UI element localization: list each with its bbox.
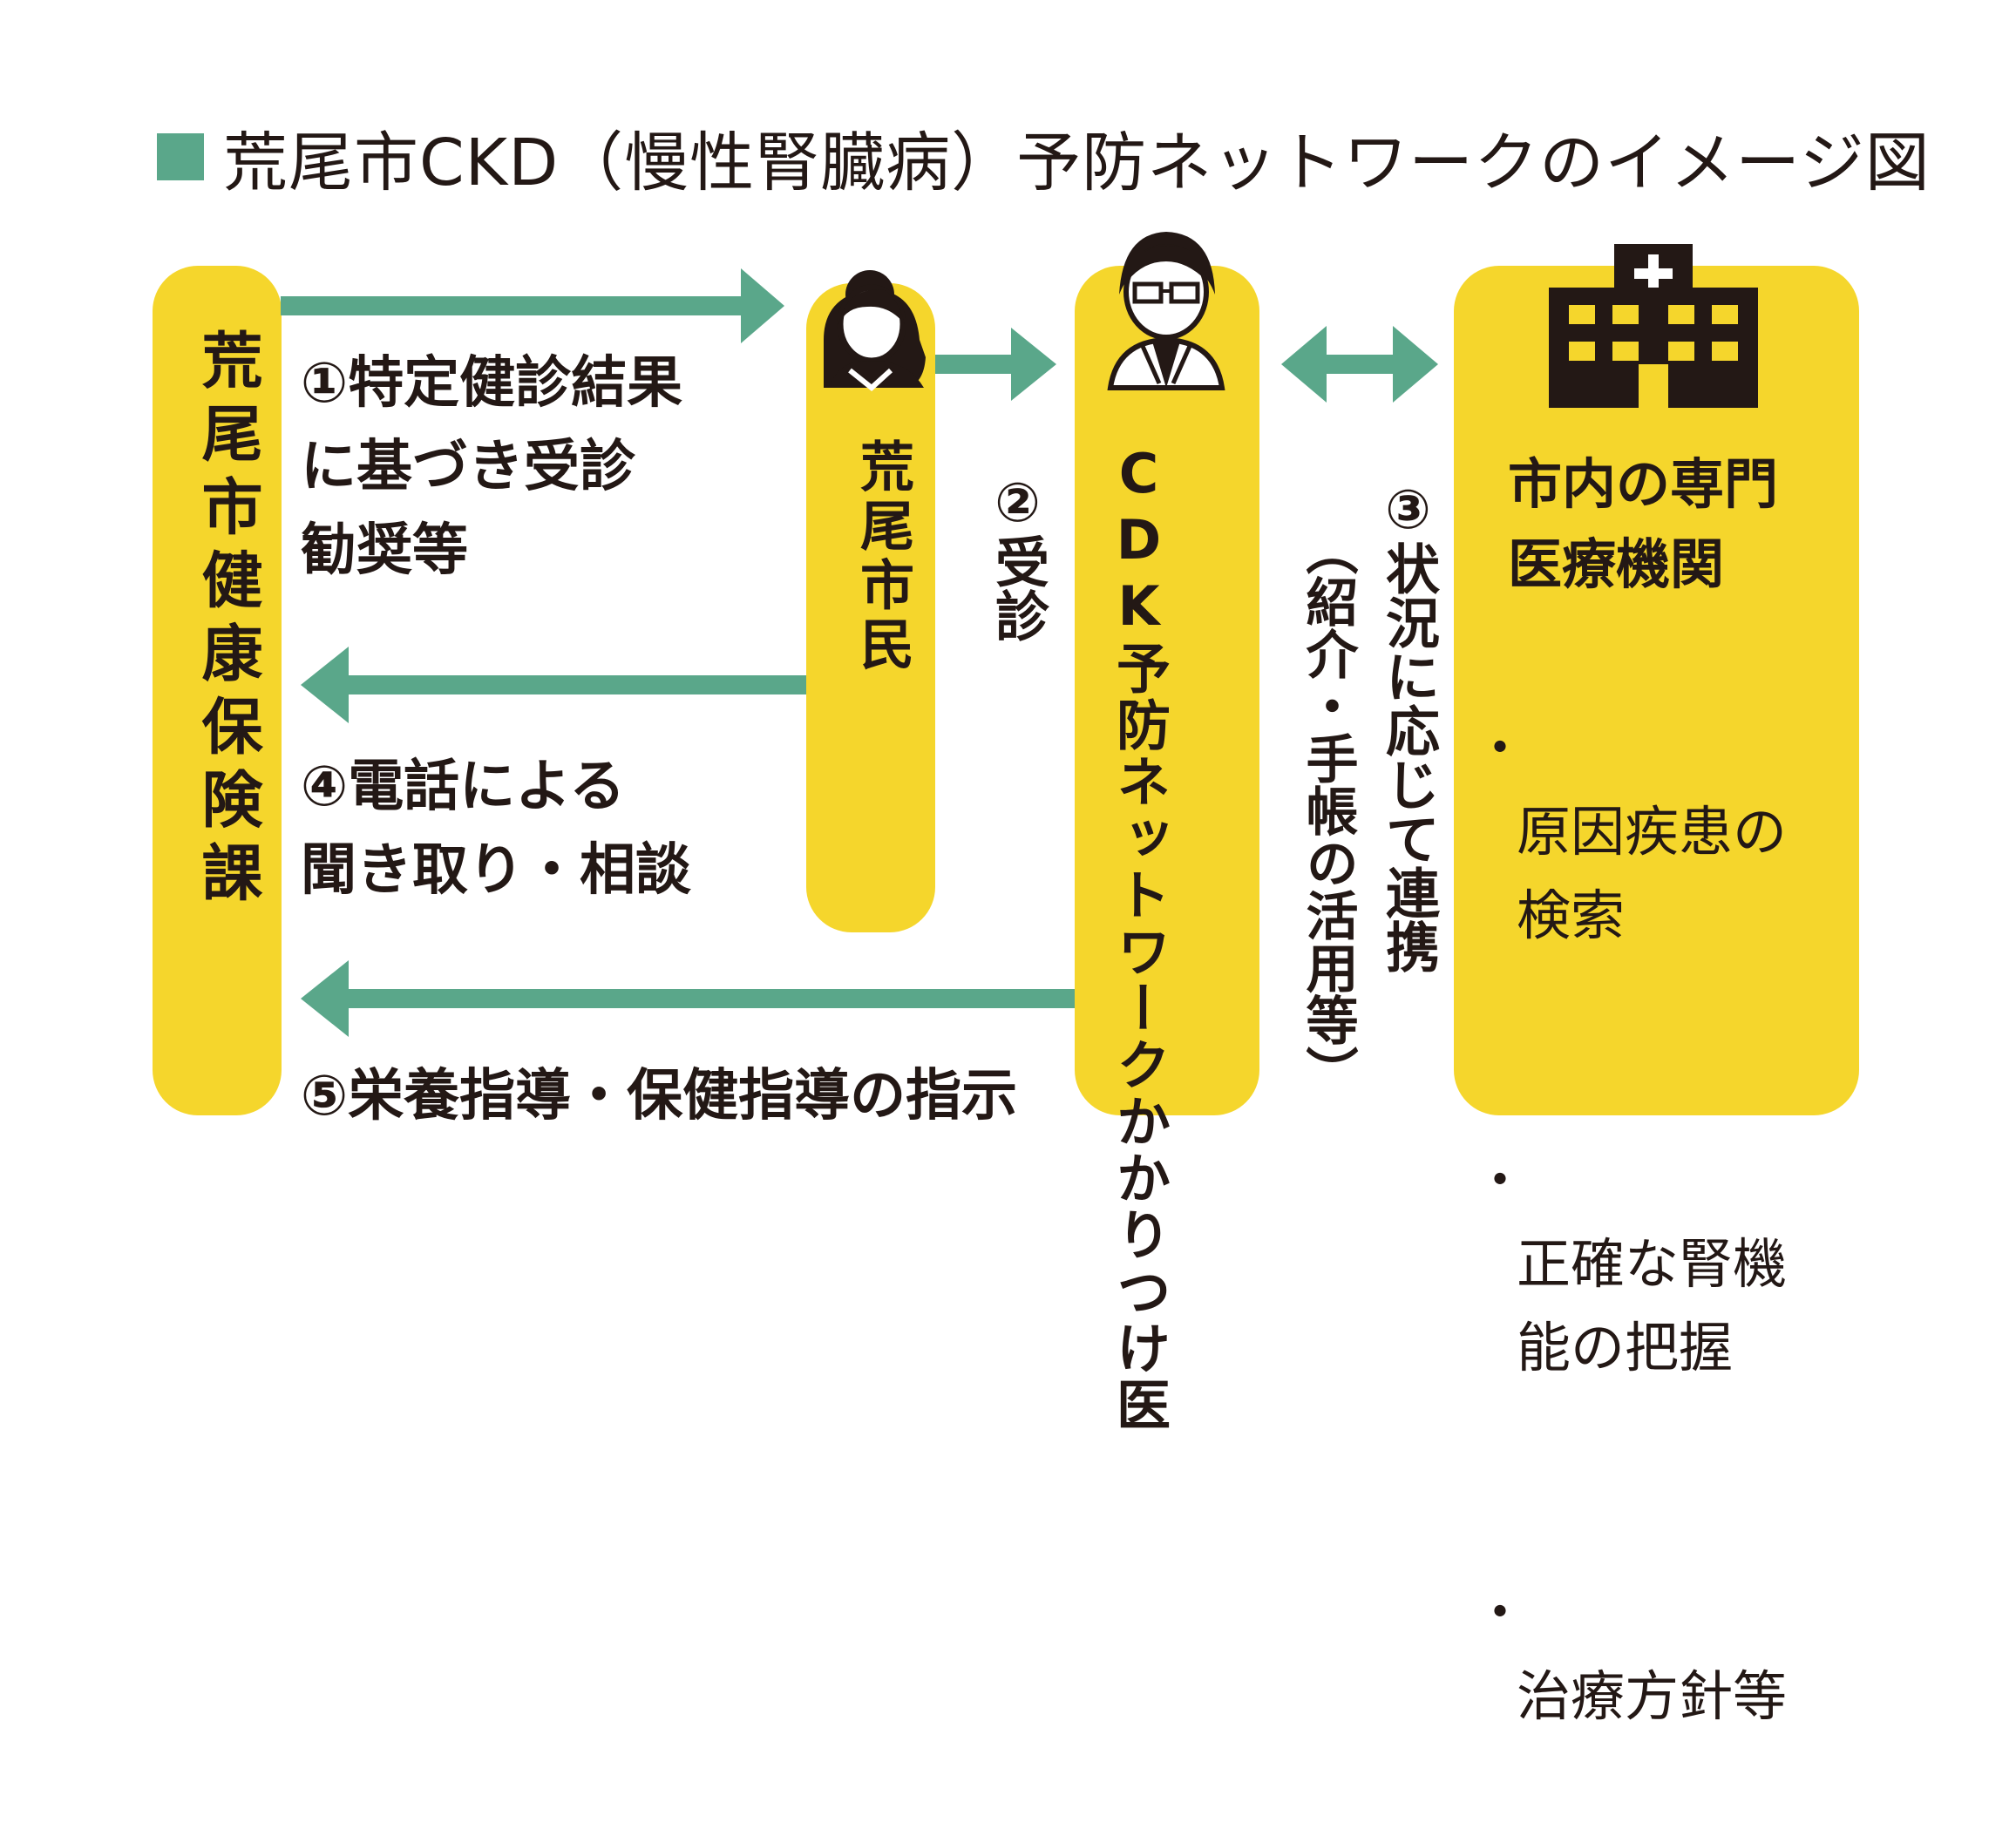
arrow-phone-consultation bbox=[301, 647, 806, 723]
ckd-network-diagram: 荒尾市CKD（慢性腎臓病）予防ネットワークのイメージ図 荒尾市健康保険課 荒尾市… bbox=[153, 113, 1931, 1728]
edge-label-cooperation-sub: （紹介・手帳の活用等） bbox=[1297, 523, 1358, 1098]
health-insurance-section-label: 荒尾市健康保険課 bbox=[192, 329, 263, 914]
hospital-title: 市内の専門 医療機関 bbox=[1508, 452, 1779, 596]
bullet: ・ bbox=[1473, 1581, 1528, 1644]
arrow-guidance-instruction bbox=[301, 960, 1075, 1037]
citizen-box: 荒尾市民 bbox=[806, 283, 935, 932]
bullet: ・ bbox=[1473, 1148, 1528, 1212]
edge-label-consultation: ②受診 bbox=[986, 471, 1049, 642]
arrows-layer bbox=[281, 232, 1758, 1037]
health-insurance-section-box: 荒尾市健康保険課 bbox=[153, 266, 282, 1115]
edge-label-cooperation: ③状況に応じて連携 bbox=[1376, 478, 1440, 973]
doctor-avatar-icon bbox=[1107, 232, 1225, 390]
hospital-building-icon bbox=[1549, 244, 1758, 408]
woman-avatar-icon bbox=[824, 270, 926, 391]
arrow-consultation bbox=[935, 328, 1056, 401]
edge-label-guidance-instruction: ⑤栄養指導・保健指導の指示 bbox=[301, 1064, 1018, 1128]
title-text: 荒尾市CKD（慢性腎臓病）予防ネットワークのイメージ図 bbox=[223, 125, 1931, 200]
hospital-item: ・ 原因疾患の 検索 bbox=[1473, 623, 1787, 1041]
arrow-cooperation bbox=[1281, 326, 1438, 403]
arrow-recommend-checkup bbox=[281, 268, 784, 343]
citizen-label: 荒尾市民 bbox=[851, 438, 914, 675]
bullet: ・ bbox=[1473, 716, 1528, 780]
diagram-title: 荒尾市CKD（慢性腎臓病）予防ネットワークのイメージ図 bbox=[157, 113, 1931, 200]
hospital-item: ・ 治療方針等 bbox=[1473, 1487, 1787, 1822]
title-square-marker bbox=[157, 133, 204, 180]
edge-label-recommend-checkup: ①特定健診結果 に基づき受診 勧奨等 bbox=[301, 351, 683, 583]
edge-label-phone-consultation: ④電話による 聞き取り・相談 bbox=[301, 755, 691, 903]
